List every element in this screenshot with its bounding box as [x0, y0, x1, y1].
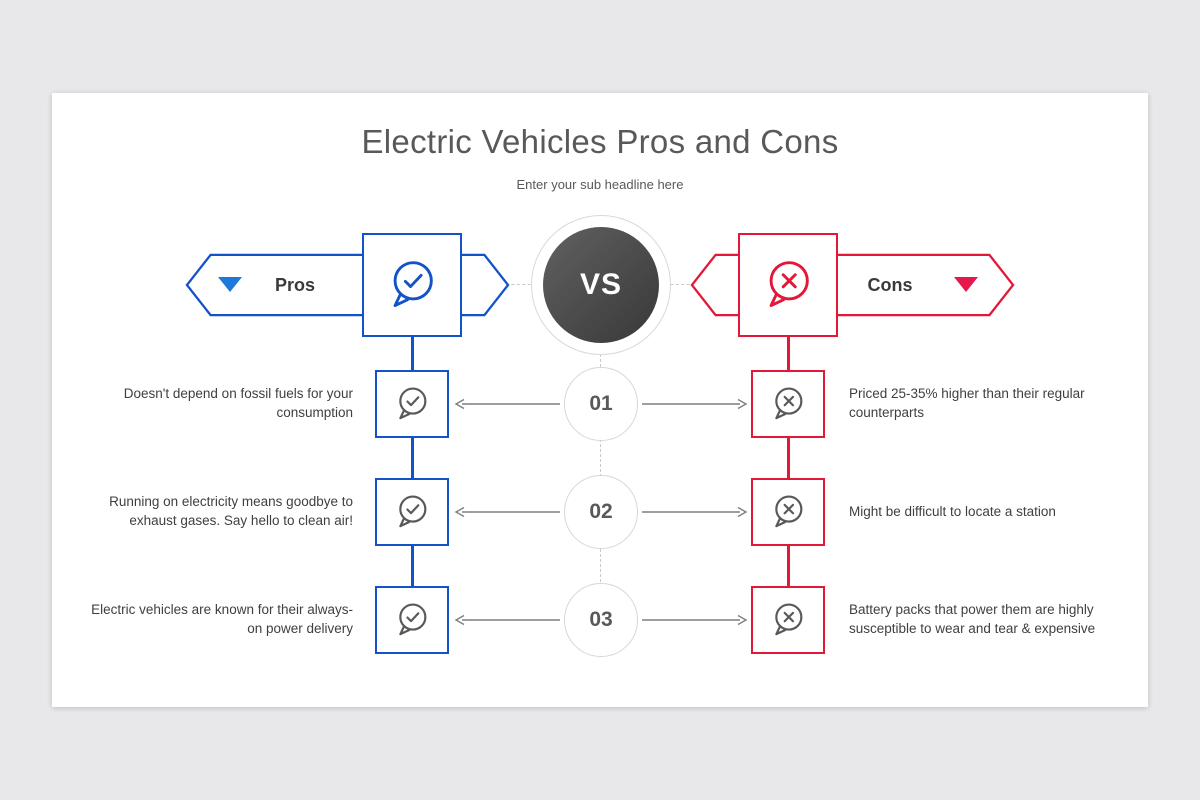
- check-bubble-icon: [399, 387, 427, 420]
- pros-label: Pros: [274, 275, 316, 295]
- pros-item-icon-box-3: [375, 586, 449, 654]
- check-bubble-icon: [399, 495, 427, 528]
- dashed-connector-right: [665, 284, 695, 285]
- row-number-3: 03: [564, 583, 638, 657]
- arrow-right-2: [642, 506, 748, 518]
- check-bubble-icon: [399, 603, 427, 636]
- cons-item-icon-box-1: [751, 370, 825, 438]
- cons-item-text-1: Priced 25-35% higher than their regular …: [849, 386, 1085, 420]
- vs-label: VS: [579, 268, 623, 301]
- pros-item-icon-box-2: [375, 478, 449, 546]
- slide-title: Electric Vehicles Pros and Cons: [361, 123, 839, 160]
- cons-header-icon-box: [738, 233, 838, 337]
- row-number-1: 01: [564, 367, 638, 441]
- pros-item-text-2: Running on electricity means goodbye to …: [109, 494, 353, 528]
- cons-marker-triangle-icon: [954, 277, 978, 292]
- arrow-left-1: [454, 398, 560, 410]
- cross-bubble-icon: [775, 387, 803, 420]
- cons-item-text-2: Might be difficult to locate a station: [849, 503, 1056, 519]
- vs-badge: VS: [543, 227, 659, 343]
- cons-item-icon-box-3: [751, 586, 825, 654]
- dashed-connector-left: [506, 284, 536, 285]
- cons-item-icon-box-2: [751, 478, 825, 546]
- pros-item-icon-box-1: [375, 370, 449, 438]
- cons-item-text-3: Battery packs that power them are highly…: [849, 602, 1096, 636]
- cross-bubble-icon: [769, 261, 809, 307]
- check-bubble-icon: [393, 261, 433, 307]
- row-number-2: 02: [564, 475, 638, 549]
- arrow-left-2: [454, 506, 560, 518]
- arrow-right-3: [642, 614, 748, 626]
- pros-marker-triangle-icon: [218, 277, 242, 292]
- arrow-left-3: [454, 614, 560, 626]
- pros-header-icon-box: [362, 233, 462, 337]
- cross-bubble-icon: [775, 495, 803, 528]
- pros-item-text-1: Doesn't depend on fossil fuels for your …: [123, 386, 353, 420]
- pros-item-text-3: Electric vehicles are known for their al…: [91, 602, 353, 636]
- cross-bubble-icon: [775, 603, 803, 636]
- slide-canvas: Electric Vehicles Pros and Cons Enter yo…: [52, 93, 1148, 707]
- arrow-right-1: [642, 398, 748, 410]
- slide-subtitle: Enter your sub headline here: [516, 177, 684, 192]
- cons-label: Cons: [867, 275, 913, 295]
